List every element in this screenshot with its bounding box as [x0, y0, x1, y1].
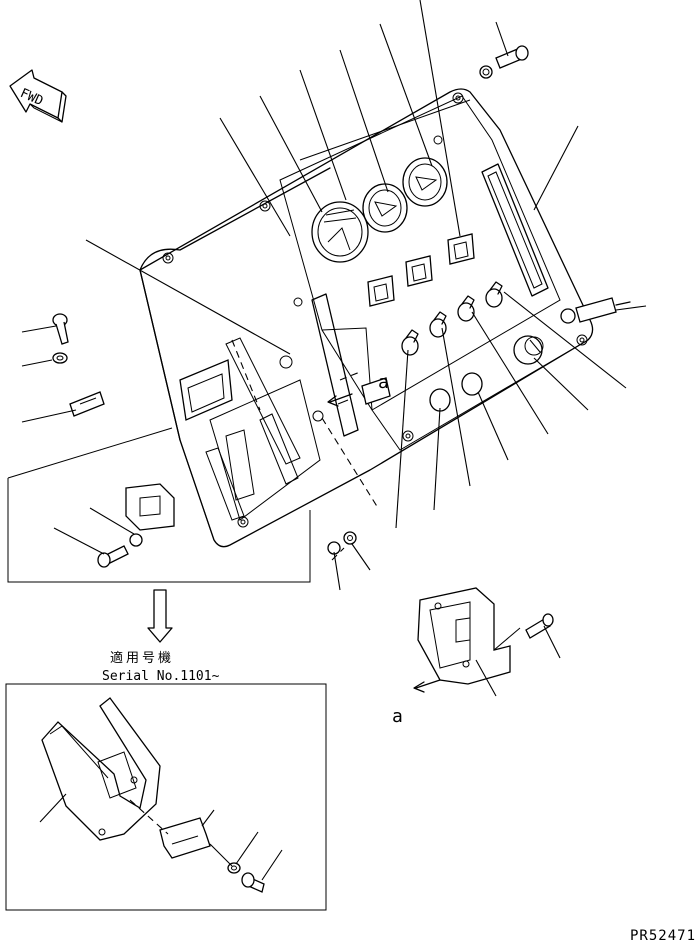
view-a-marker: a — [327, 372, 389, 407]
lower-screw-icon — [97, 533, 143, 568]
left-screw-icon — [52, 313, 69, 364]
figure-code: PR52471 — [630, 928, 696, 944]
gauge-left — [311, 201, 369, 263]
top-bolt-icon — [479, 45, 529, 79]
gauge-right — [402, 157, 448, 207]
main-panel — [139, 88, 594, 548]
lamp-socket — [560, 297, 631, 324]
view-a-label: a — [378, 372, 389, 393]
parts-group-frame — [7, 427, 311, 583]
fwd-arrow-icon: FWD — [9, 69, 67, 123]
serial-number-label: Serial No.1101~ — [102, 669, 220, 684]
push-buttons — [429, 372, 483, 412]
detail-a-label: a — [392, 706, 403, 727]
panel-small-parts — [179, 355, 391, 422]
applicable-serial-heading: 適用号機 — [110, 650, 174, 666]
gauge-center — [362, 183, 408, 233]
leader-lines — [21, 0, 647, 591]
key-switch — [513, 335, 544, 365]
detail-a-bracket: a — [392, 587, 561, 727]
slot-lenses — [205, 163, 549, 521]
assembly-dashed-lines — [231, 339, 379, 561]
rocker-switches — [367, 233, 475, 307]
down-arrow-icon — [147, 589, 173, 643]
toggle-switches — [401, 281, 503, 356]
serial-detail-box — [5, 683, 327, 911]
lower-bracket-icon — [125, 483, 175, 531]
left-clip-icon — [69, 391, 105, 417]
